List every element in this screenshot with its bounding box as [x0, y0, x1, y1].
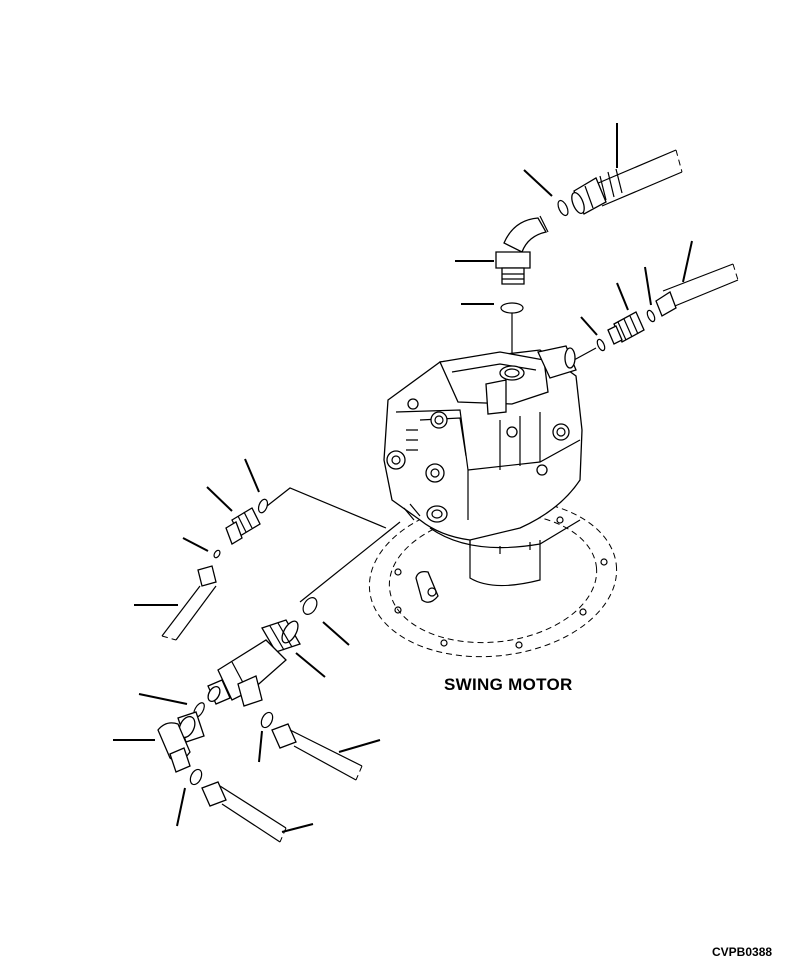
leader-lines	[113, 123, 693, 833]
swing-motor-body	[368, 345, 618, 658]
o-ring-right-outer	[646, 309, 656, 323]
elbow-fitting-upper	[495, 215, 549, 285]
hose-left-upper	[161, 565, 217, 641]
assembly-title: SWING MOTOR	[444, 675, 573, 694]
valve-block	[207, 619, 301, 707]
hose-upper-right	[595, 149, 683, 207]
o-ring-left-tiny	[213, 549, 221, 559]
o-ring-lower-left	[189, 768, 203, 786]
nut-fitting-upper	[571, 177, 607, 215]
o-ring-right-inner	[596, 338, 606, 352]
o-ring-port-top	[500, 302, 524, 314]
hose-bottom	[201, 781, 287, 843]
o-ring-upper	[557, 199, 569, 217]
o-ring-left-upper	[257, 498, 269, 514]
o-ring-block-lower	[260, 711, 274, 729]
o-ring-middle	[302, 597, 318, 615]
drawing-code: CVPB0388	[712, 945, 773, 959]
hose-middle-lower	[271, 723, 363, 781]
elbow-left-lower	[157, 711, 205, 773]
connector-right	[607, 311, 645, 345]
hose-right-small	[655, 263, 739, 317]
fitting-left-upper	[225, 507, 261, 545]
connection-lines	[266, 487, 401, 603]
